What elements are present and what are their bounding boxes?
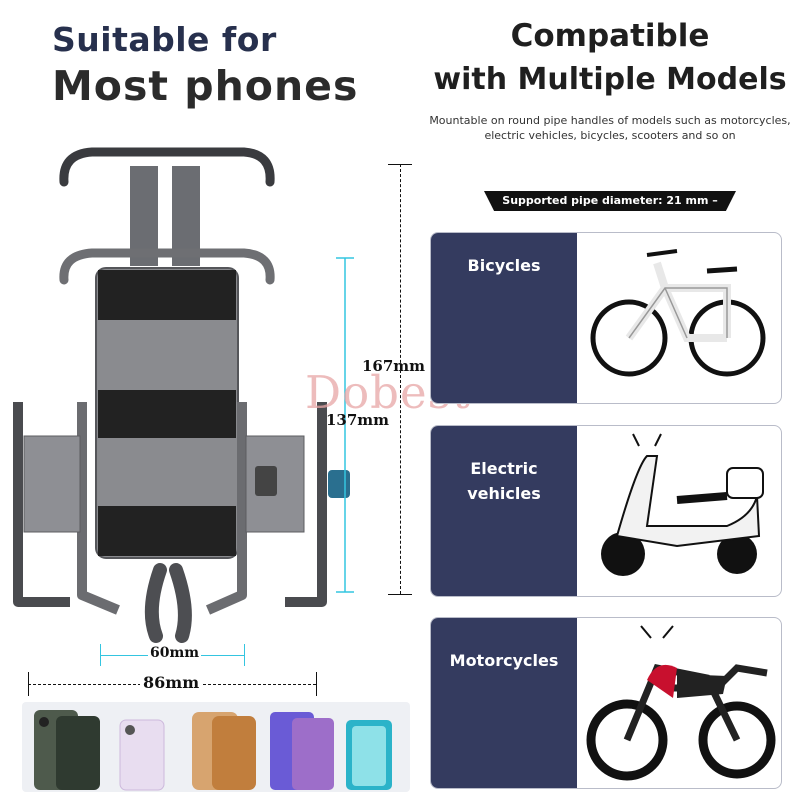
card-label-bg: Bicycles bbox=[431, 233, 577, 403]
bicycle-image bbox=[590, 249, 766, 377]
card-label-motorcycles: Motorcycles bbox=[449, 651, 559, 670]
dimension-86mm: 86mm bbox=[140, 673, 203, 692]
measure-tick-bottom bbox=[388, 594, 412, 595]
description-line-2: electric vehicles, bicycles, scooters an… bbox=[484, 129, 736, 142]
card-label-electric: Electric bbox=[470, 459, 538, 478]
description: Mountable on round pipe handles of model… bbox=[400, 113, 800, 143]
scooter-image bbox=[601, 433, 764, 576]
measure-line-167 bbox=[400, 164, 401, 594]
description-line-1: Mountable on round pipe handles of model… bbox=[429, 114, 791, 127]
card-label-bg: Electric vehicles bbox=[431, 426, 577, 596]
heading-most-phones: Most phones bbox=[52, 62, 359, 110]
measure-tick-60-right bbox=[244, 644, 245, 666]
dimension-167mm: 167mm bbox=[362, 357, 426, 375]
pipe-diameter-badge: Supported pipe diameter: 21 mm –28mm bbox=[484, 191, 736, 211]
phone-models-image bbox=[22, 702, 410, 792]
heading-multiple-models: with Multiple Models bbox=[433, 62, 787, 97]
card-label-bicycles: Bicycles bbox=[467, 256, 541, 275]
phone-holder-image bbox=[13, 147, 354, 643]
card-bicycles: Bicycles bbox=[430, 232, 782, 404]
dimension-60mm: 60mm bbox=[148, 645, 202, 661]
motorcycle-image bbox=[586, 625, 776, 781]
heading-compatible: Compatible bbox=[510, 18, 710, 54]
dimension-137mm: 137mm bbox=[326, 411, 390, 429]
measure-tick-60-left bbox=[100, 644, 101, 666]
card-motorcycles: Motorcycles bbox=[430, 617, 782, 789]
card-electric-vehicles: Electric vehicles bbox=[430, 425, 782, 597]
measure-tick-86-left bbox=[28, 672, 29, 696]
heading-suitable-for: Suitable for bbox=[52, 20, 277, 59]
measure-tick-86-right bbox=[316, 672, 317, 696]
card-label-vehicles: vehicles bbox=[467, 484, 541, 503]
card-label-bg: Motorcycles bbox=[431, 618, 577, 788]
